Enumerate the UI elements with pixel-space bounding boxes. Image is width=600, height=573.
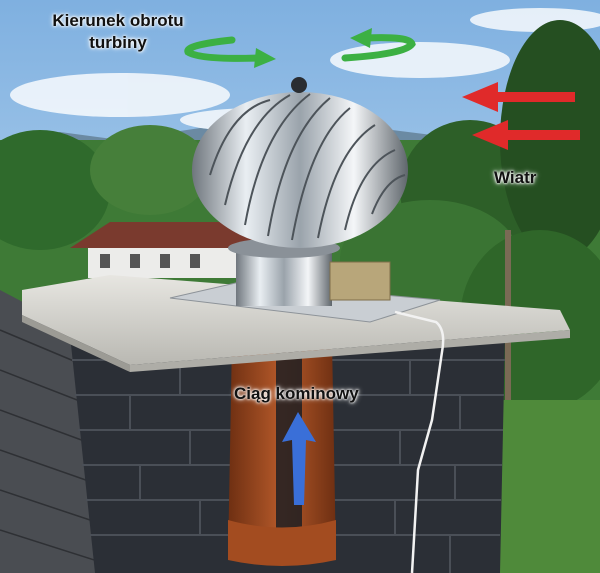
curved-arrow-head-icon (254, 48, 276, 68)
background-house (70, 222, 270, 278)
wind-label: Wiatr (494, 168, 537, 187)
curved-arrow-icon (341, 34, 416, 62)
draft-arrow (282, 412, 316, 505)
wind-arrows (462, 82, 580, 150)
rotation-direction-label-line2: turbiny (89, 33, 147, 52)
chimney-draft-label: Ciąg kominowy (234, 384, 359, 403)
sensor-cable (394, 310, 445, 573)
turbine (192, 77, 408, 306)
rotation-direction-label: Kierunek obrotu turbiny (28, 10, 208, 54)
chimney-cap (22, 275, 570, 372)
left-arrow-icon (462, 82, 498, 112)
curved-arrow-icon (184, 36, 264, 62)
curved-arrow-head-icon (350, 28, 372, 48)
left-arrow-icon (472, 120, 508, 150)
rotation-direction-label-line1: Kierunek obrotu (52, 11, 184, 30)
up-arrow-icon (282, 412, 316, 505)
rotation-arrows (184, 28, 416, 68)
flue-liner (228, 340, 336, 566)
